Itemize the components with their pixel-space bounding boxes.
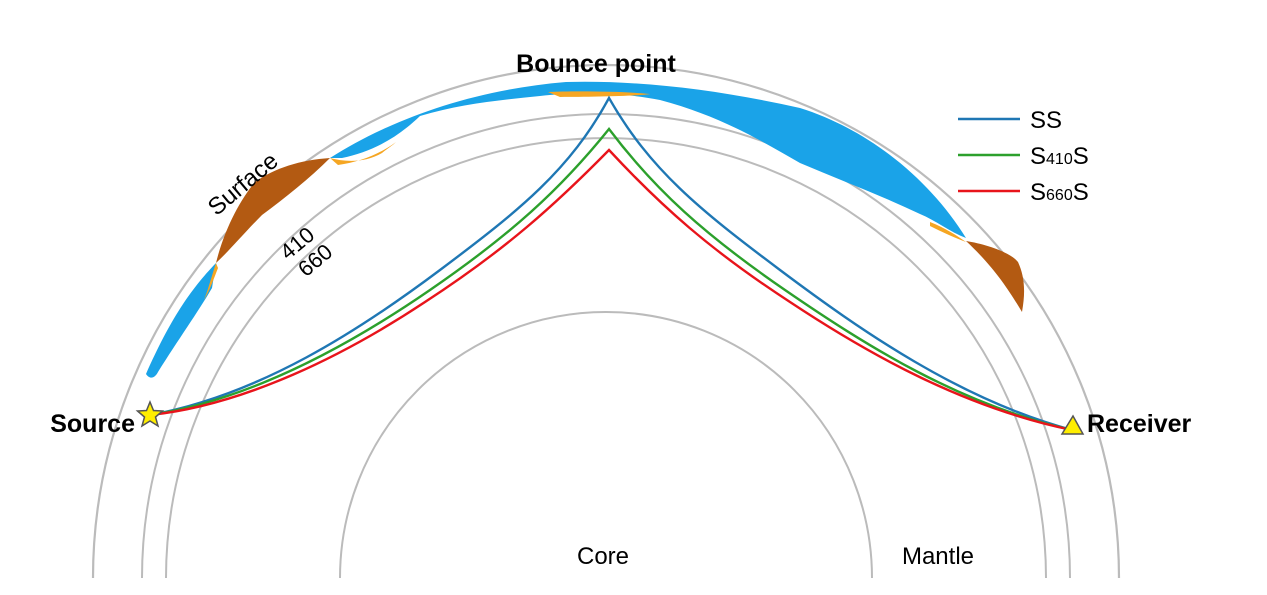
mantle-label: Mantle: [902, 543, 974, 570]
legend: SS S410S S660S: [958, 107, 1089, 206]
core-mantle-boundary-arc: [339, 311, 873, 579]
legend-label-s410s: S410S: [1030, 143, 1089, 170]
bounce-point-label: Bounce point: [516, 50, 676, 78]
legend-label-ss: SS: [1030, 107, 1062, 134]
ray-s660s: [149, 148, 1073, 432]
sediment-right-patch: [930, 222, 966, 242]
source-label: Source: [50, 410, 135, 438]
ray-ss: [149, 95, 1073, 432]
legend-item-ss: SS: [958, 107, 1062, 134]
earth-surface-arc: [91, 63, 1121, 579]
source-star-icon: [135, 400, 165, 428]
sediment-left-patch: [204, 263, 218, 300]
ray-s410s: [149, 127, 1073, 432]
discontinuity-410-arc: [141, 113, 1071, 579]
continent-right-patch: [966, 241, 1025, 312]
ocean-top-patch: [330, 81, 966, 238]
legend-label-s660s: S660S: [1030, 179, 1089, 206]
sediment-mid-left-patch: [330, 142, 396, 165]
continent-left-patch: [216, 158, 330, 263]
receiver-label: Receiver: [1087, 410, 1192, 438]
legend-item-s660s: S660S: [958, 179, 1089, 206]
discontinuity-660-arc: [165, 137, 1047, 579]
sediment-bounce-patch: [548, 91, 650, 97]
legend-item-s410s: S410S: [958, 143, 1089, 170]
core-label: Core: [577, 543, 629, 570]
ocean-left-patch: [146, 263, 216, 378]
receiver-triangle-icon: [1060, 414, 1085, 435]
